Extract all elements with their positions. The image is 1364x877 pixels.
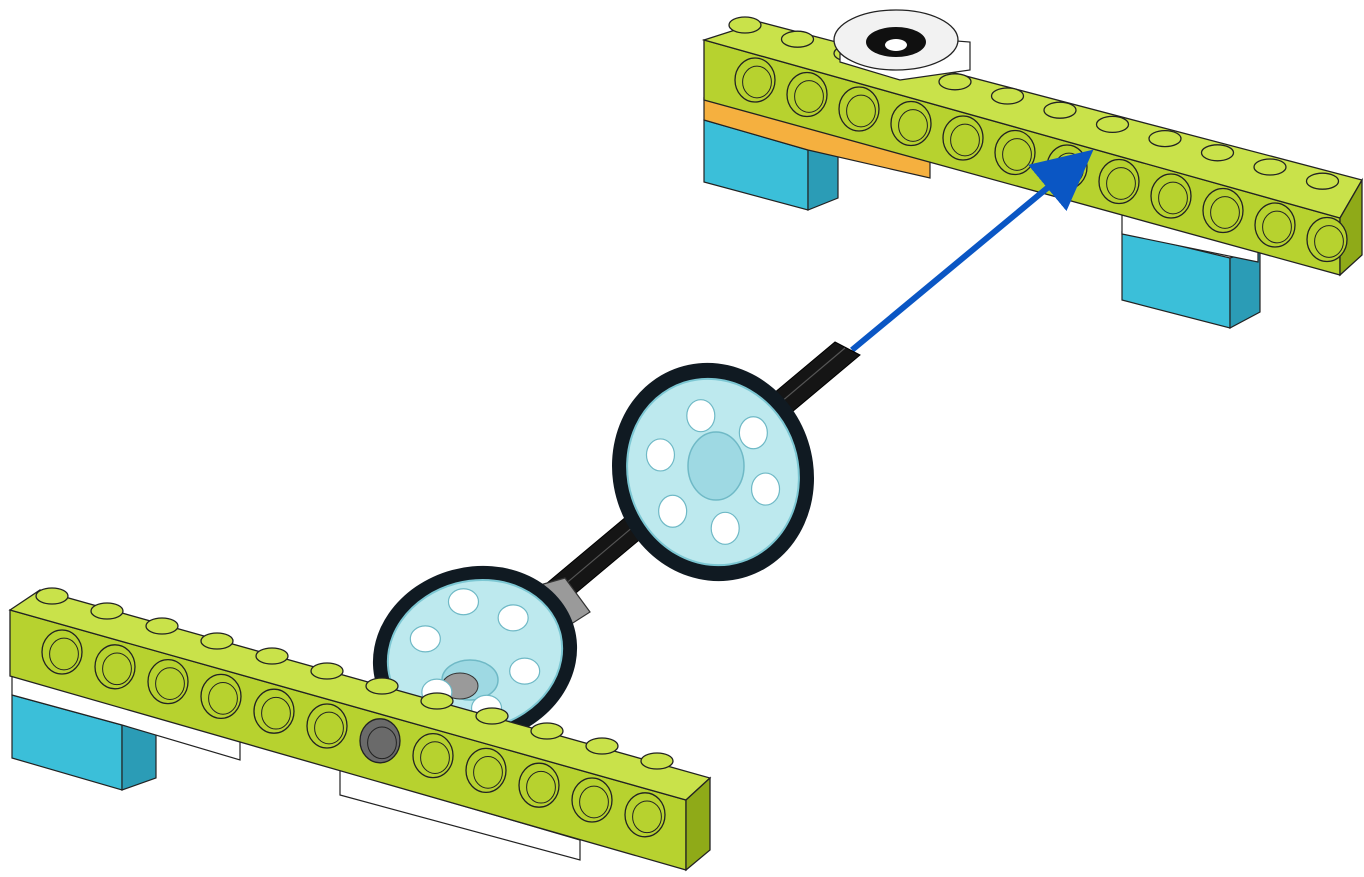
beam-hole <box>572 778 612 822</box>
beam-stud <box>201 633 233 649</box>
hub-hole <box>646 439 674 471</box>
hub-hole <box>687 400 715 432</box>
beam-stud <box>1254 159 1286 175</box>
beam-stud <box>311 663 343 679</box>
beam-hole <box>787 73 827 117</box>
beam-hole <box>1203 189 1243 233</box>
beam-hole <box>519 763 559 807</box>
hub-hole <box>752 473 780 505</box>
far-beam-assembly <box>704 10 1362 328</box>
beam-hole <box>943 116 983 160</box>
hub-hole <box>498 605 528 631</box>
beam-stud <box>782 31 814 47</box>
beam-stud <box>146 618 178 634</box>
beam-hole <box>1307 218 1347 262</box>
hub-hole <box>448 589 478 615</box>
beam-stud <box>1149 131 1181 147</box>
near-beam-assembly <box>10 588 710 870</box>
beam-stud <box>256 648 288 664</box>
beam-hole <box>95 645 135 689</box>
beam-stud <box>586 738 618 754</box>
hub-hole <box>659 495 687 527</box>
beam-hole <box>1255 203 1295 247</box>
beam-stud <box>1307 173 1339 189</box>
beam-hole <box>307 704 347 748</box>
hub-hole <box>510 658 540 684</box>
insert-direction-arrow <box>852 165 1075 350</box>
beam-stud <box>992 88 1024 104</box>
hub-hole <box>410 626 440 652</box>
beam-hole <box>995 131 1035 175</box>
beam-stud <box>1202 145 1234 161</box>
beam-stud <box>939 74 971 90</box>
beam-hole <box>1099 160 1139 204</box>
beam-hole <box>466 748 506 792</box>
beam-hole <box>148 660 188 704</box>
beam-stud <box>531 723 563 739</box>
beam-hole <box>1151 174 1191 218</box>
beam-hole <box>735 58 775 102</box>
beam-hole <box>201 674 241 718</box>
beam-stud <box>366 678 398 694</box>
beam-hole <box>839 87 879 131</box>
beam-stud <box>729 17 761 33</box>
beam-hole <box>413 734 453 778</box>
beam-stud <box>641 753 673 769</box>
beam-stud <box>476 708 508 724</box>
hub-hole <box>711 512 739 544</box>
hub-hole <box>739 417 767 449</box>
beam-stud <box>1044 102 1076 118</box>
beam-hole <box>625 793 665 837</box>
beam-stud <box>91 603 123 619</box>
beam-hole <box>42 630 82 674</box>
beam-stud <box>1097 116 1129 132</box>
beam-hole <box>254 689 294 733</box>
beam-hole <box>360 719 400 763</box>
beam-hole <box>891 102 931 146</box>
beam-stud <box>421 693 453 709</box>
beam-stud <box>36 588 68 604</box>
